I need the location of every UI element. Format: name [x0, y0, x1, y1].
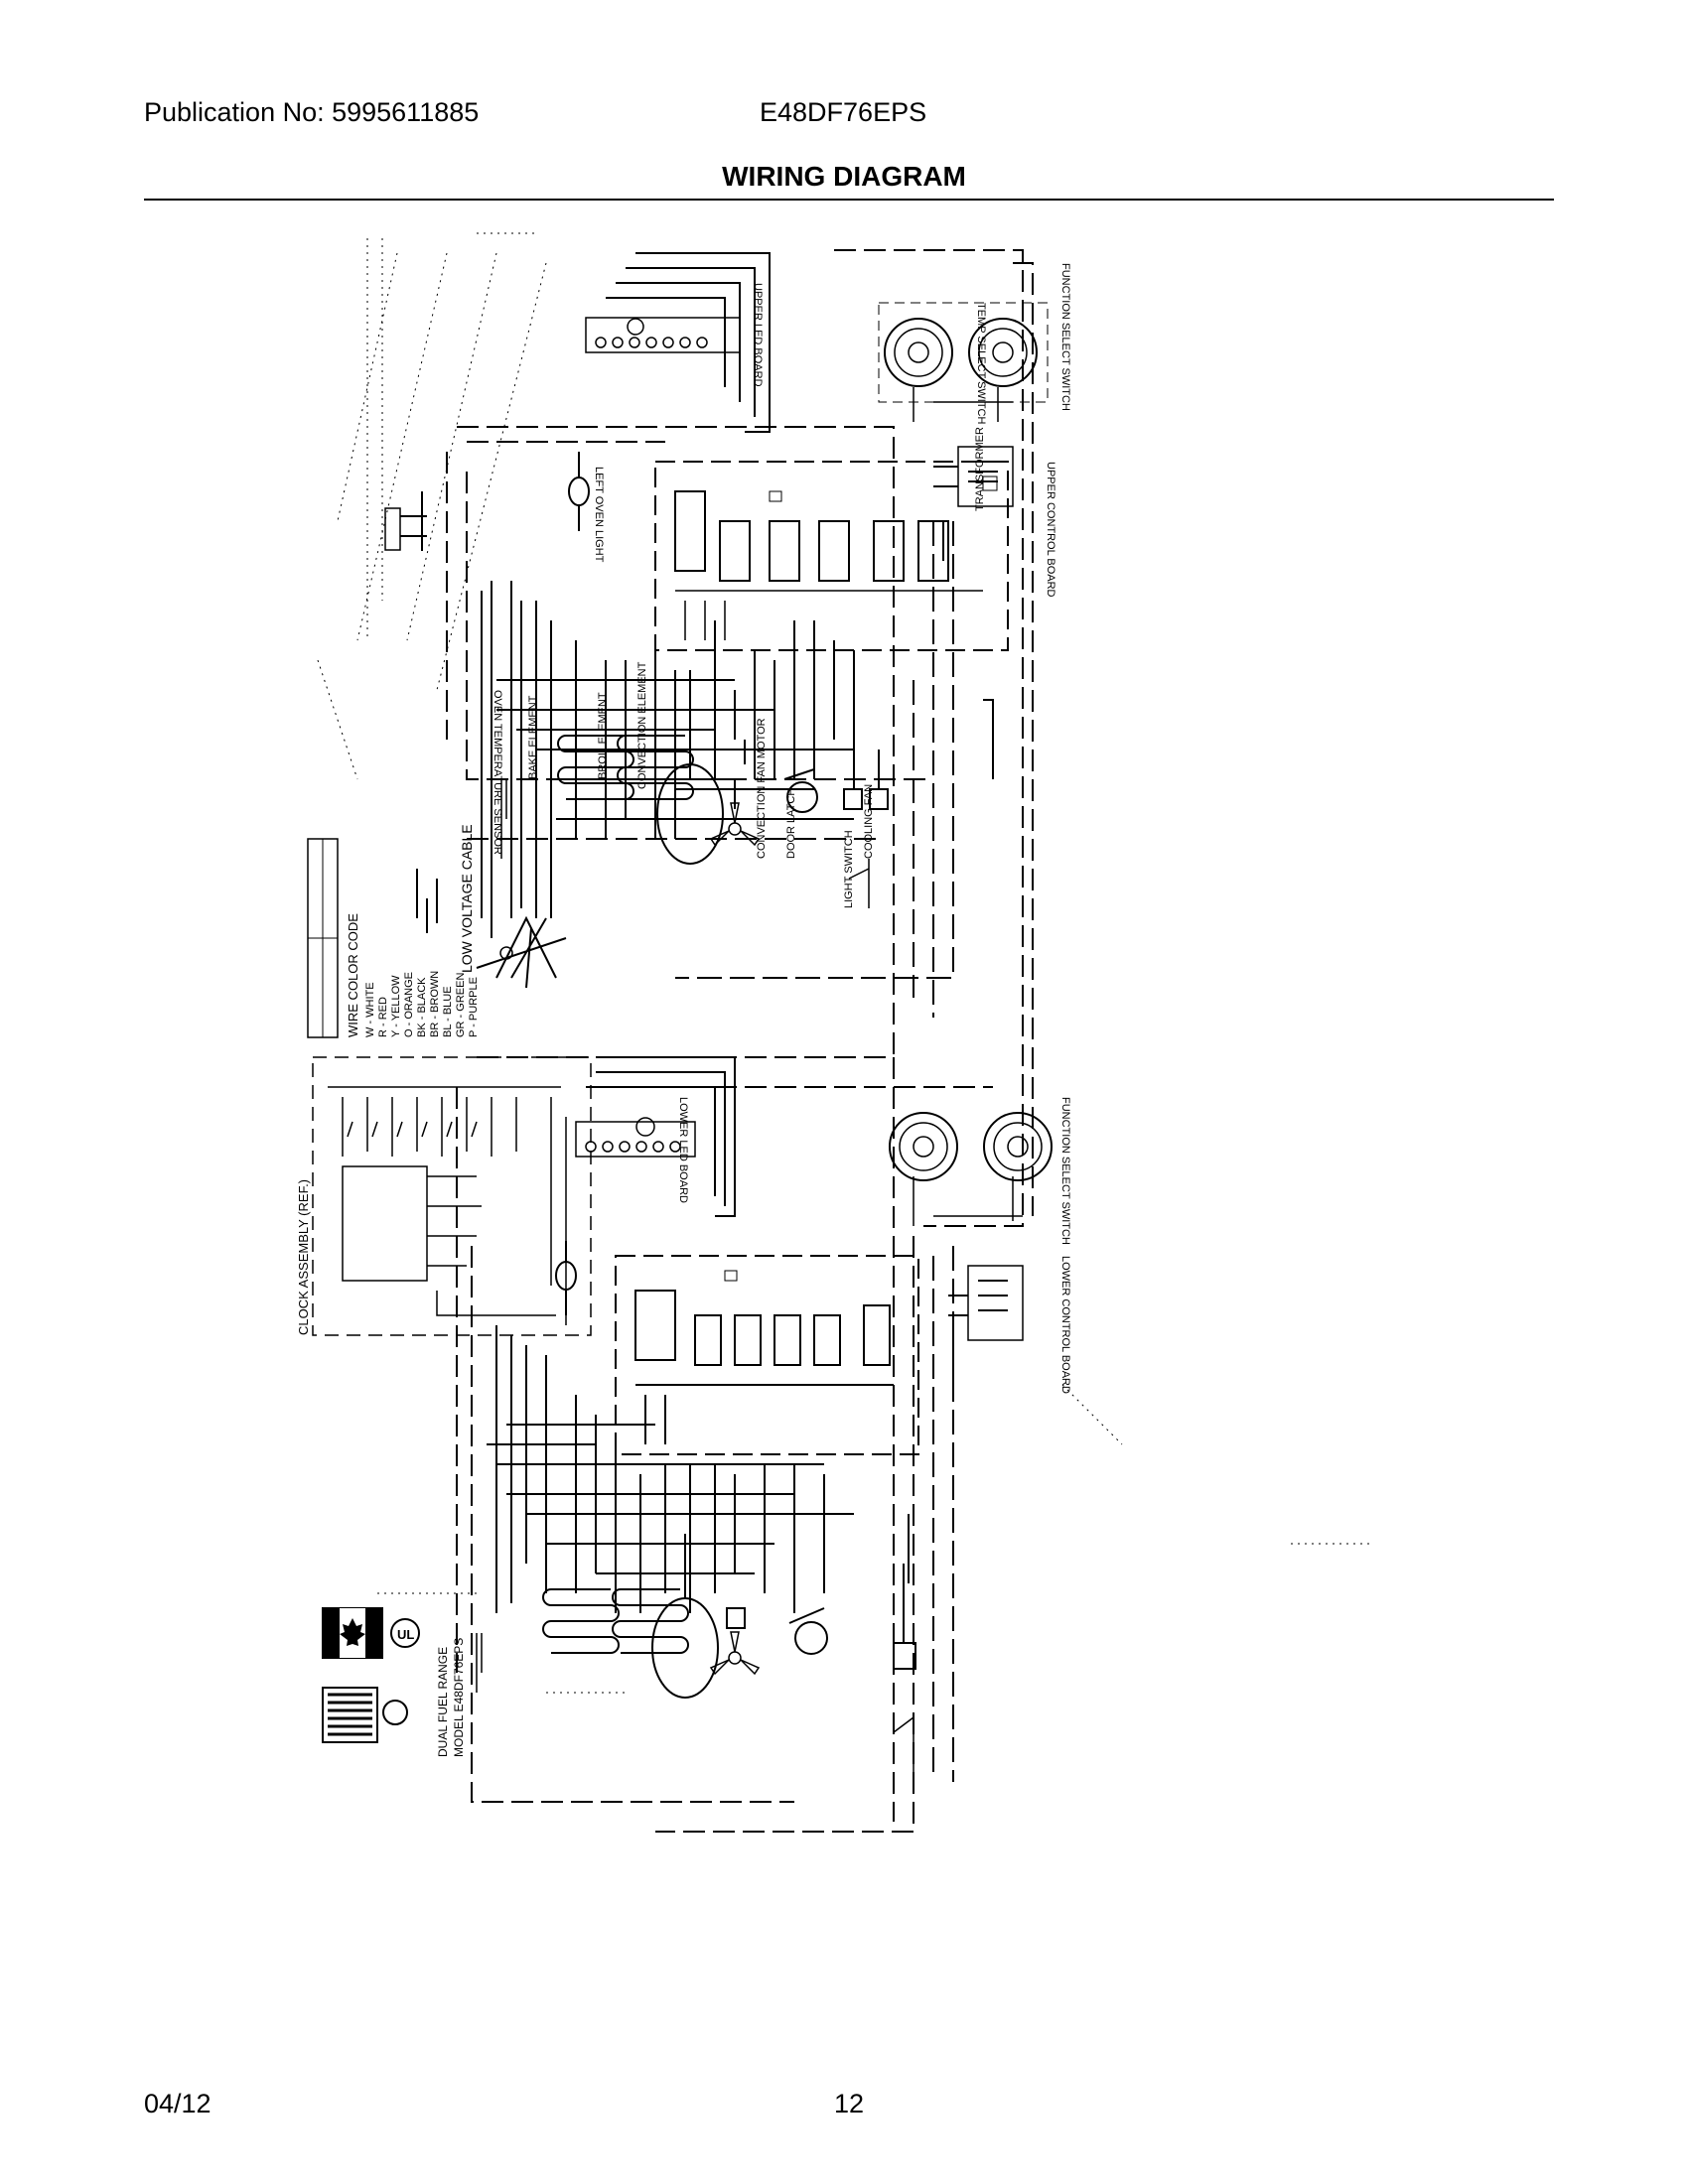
- convection-fan-motor-label: CONVECTION FAN MOTOR: [756, 718, 768, 859]
- lower-control-board-label: LOWER CONTROL BOARD: [1059, 1256, 1071, 1394]
- clock-assembly: [312, 1056, 592, 1336]
- legend-entry: R - RED: [377, 997, 389, 1037]
- door-latch-label: DOOR LATCH: [785, 788, 797, 859]
- legend-entry: P - PURPLE: [468, 977, 480, 1037]
- legend-entry: BL - BLUE: [442, 986, 454, 1037]
- function-select-switch-label-lower: FUNCTION SELECT SWITCH: [1059, 1097, 1071, 1245]
- low-voltage-cable-label: LOW VOLTAGE CABLE: [459, 824, 475, 973]
- bake-element-label: BAKE ELEMENT: [527, 695, 539, 779]
- lower-led-board-label: LOWER LED BOARD: [677, 1097, 689, 1203]
- upper-oven-circuit: [446, 249, 1049, 1227]
- oven-temperature-sensor-label: OVEN TEMPERATURE SENSOR: [492, 690, 503, 855]
- legend-entry: BR - BROWN: [429, 971, 441, 1037]
- page-title: WIRING DIAGRAM: [722, 161, 966, 192]
- legend-entry: GR - GREEN: [455, 973, 467, 1037]
- model-number: E48DF76EPS: [760, 97, 927, 127]
- header-rule: [144, 199, 1554, 201]
- page-number: 12: [834, 2089, 865, 2118]
- legend-entry: O - ORANGE: [403, 972, 415, 1037]
- product-model: MODEL E48DF76EPS: [452, 1638, 466, 1757]
- cooling-fan-label: COOLING FAN: [863, 784, 875, 859]
- function-select-switch-label: FUNCTION SELECT SWITCH: [1059, 263, 1071, 411]
- publication-number: Publication No: 5995611885: [144, 97, 480, 127]
- legend-heading: WIRE COLOR CODE: [346, 913, 360, 1037]
- upper-led-board-label: UPPER LED BOARD: [752, 283, 764, 387]
- legend-entry: Y - YELLOW: [390, 975, 402, 1037]
- legend-entry: W - WHITE: [364, 982, 376, 1037]
- certification-marks: UL DUAL FUEL RANGE MODEL E48DF76EPS: [322, 1607, 466, 1757]
- light-switch-label: LIGHT SWITCH: [843, 830, 855, 908]
- ul-listed-icon: UL: [390, 1618, 420, 1648]
- canada-flag-icon: [322, 1607, 383, 1659]
- dotted-guides: [317, 232, 1370, 1694]
- clock-assembly-label: CLOCK ASSEMBLY (REF.): [298, 1179, 311, 1335]
- broil-element-label: BROIL ELEMENT: [597, 692, 609, 779]
- left-oven-light-label: LEFT OVEN LIGHT: [593, 467, 605, 563]
- diagram-labels: LOW VOLTAGE CABLE CLOCK ASSEMBLY (REF.) …: [298, 263, 1071, 1394]
- product-name: DUAL FUEL RANGE: [436, 1647, 450, 1757]
- transformer-label: TRANSFORMER: [974, 427, 986, 511]
- energy-star-label-icon: [322, 1687, 408, 1743]
- low-voltage-junction: [384, 491, 567, 989]
- convection-element-label: CONVECTION ELEMENT: [636, 661, 648, 789]
- footer-date: 04/12: [144, 2089, 211, 2118]
- lower-oven-circuit: [456, 1056, 1053, 1833]
- upper-control-board-label: UPPER CONTROL BOARD: [1045, 462, 1056, 598]
- legend-entry: BK - BLACK: [416, 977, 428, 1037]
- svg-text:UL: UL: [397, 1627, 414, 1642]
- temp-select-switch-label: TEMP SELECT SWITCH: [975, 303, 987, 425]
